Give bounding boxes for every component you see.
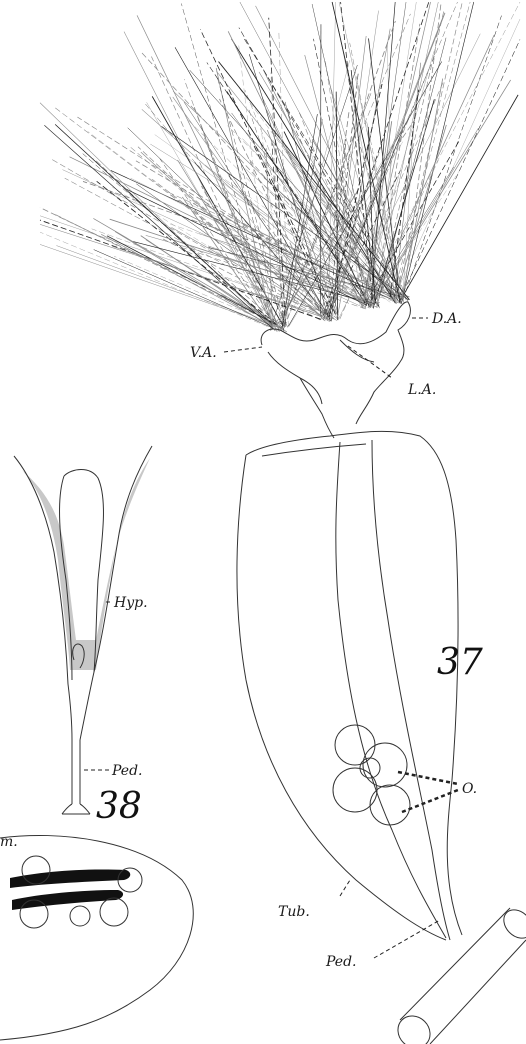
tentacle-stroke (324, 2, 429, 315)
leader-ped (374, 920, 440, 958)
peduncle-stalk (62, 740, 90, 814)
ovaries-cluster (333, 725, 410, 825)
leader-va (224, 347, 262, 352)
label-ped-38: Ped. (111, 763, 143, 779)
tentacle-stroke (368, 167, 453, 305)
tentacle-stroke (55, 108, 333, 318)
label-da: D.A. (431, 311, 462, 327)
tentacle-stroke (160, 159, 275, 326)
tentacle-stroke (40, 103, 275, 330)
body-inner-line (262, 444, 366, 456)
figure-38-drawing (14, 446, 152, 814)
label-hyp: Hyp. (113, 595, 148, 611)
figure-37-drawing (40, 2, 526, 1044)
partial-figure-outline (0, 835, 193, 1040)
label-ped-37: Ped. (325, 954, 357, 970)
tentacle-stroke (216, 68, 272, 327)
leader-o-1 (398, 772, 458, 784)
label-va: V.A. (190, 345, 217, 361)
label-o: O. (462, 781, 477, 797)
tentacle-stroke (399, 39, 520, 301)
figure-number-37: 37 (437, 642, 483, 683)
hypostome-outline (14, 446, 152, 740)
tentacle-stroke (110, 219, 369, 304)
tentacle-stroke (395, 63, 421, 299)
tentacle-stroke (55, 124, 272, 324)
tentacle-stroke (396, 125, 446, 297)
partial-figure-drawing (0, 835, 193, 1040)
tentacle-fan (40, 2, 520, 332)
partial-figure-dark-band-1 (10, 869, 130, 888)
label-fragment-m: m. (0, 834, 18, 850)
axial-canal-2 (372, 440, 450, 940)
tentacle-stroke (284, 21, 395, 328)
tentacle-stroke (378, 38, 446, 301)
tentacle-stroke (267, 130, 338, 319)
tentacle-stroke (328, 65, 430, 316)
leader-la (348, 346, 392, 378)
tentacle-stroke (97, 181, 284, 330)
label-tub: Tub. (278, 904, 310, 920)
tentacle-stroke (338, 34, 481, 321)
axial-canal (336, 442, 446, 938)
figure-number-38: 38 (96, 786, 142, 827)
arm-outline-inner (300, 340, 374, 404)
tentacle-stroke (182, 197, 275, 331)
leader-tub (340, 880, 350, 896)
tentacle-stroke (137, 15, 288, 327)
label-la: L.A. (407, 382, 436, 398)
